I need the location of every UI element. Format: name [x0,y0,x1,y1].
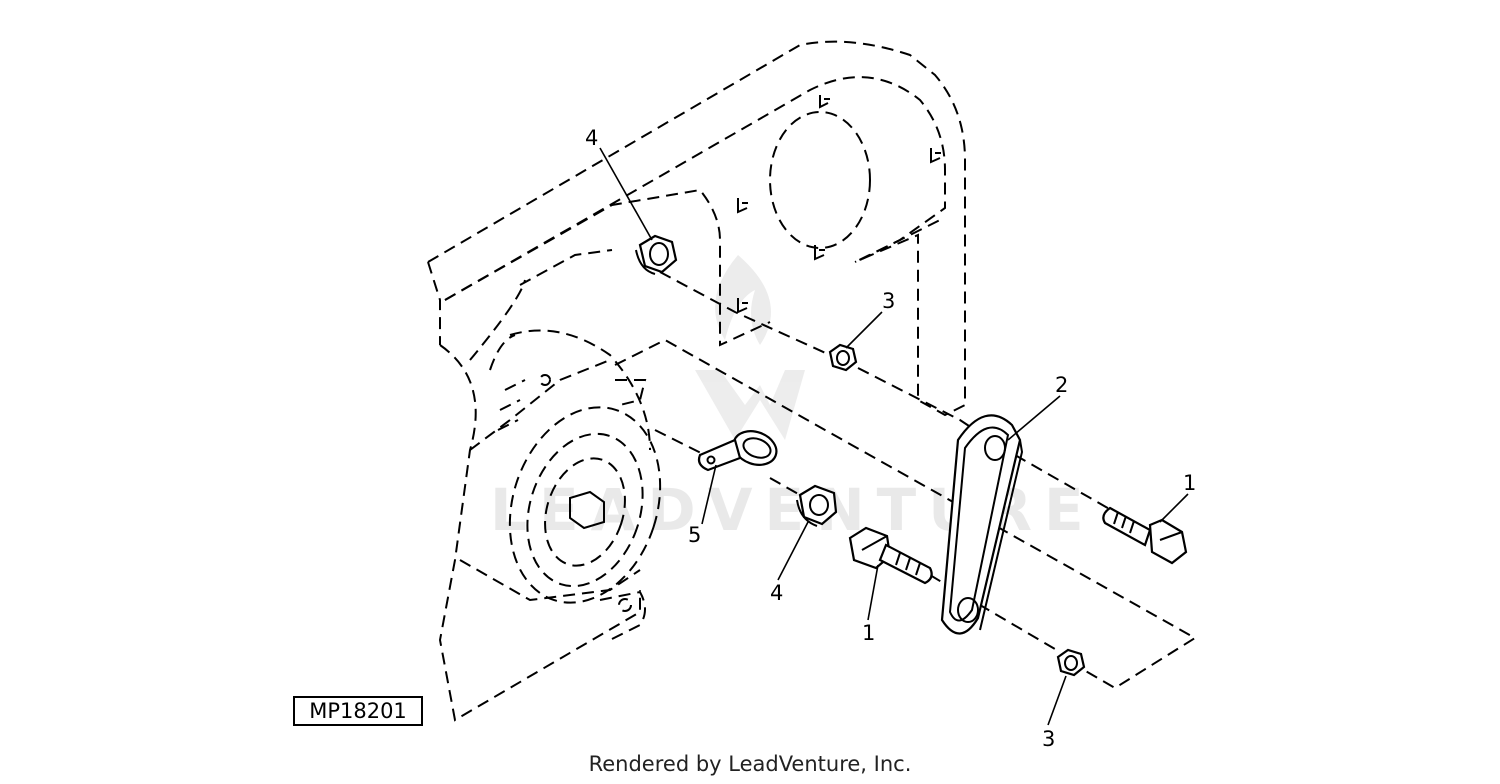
callout-1-center: 1 [862,621,875,645]
callout-3-upper: 3 [882,289,895,313]
hex-nut-lower [1056,648,1086,677]
link-bar [940,414,1024,635]
callout-4-center: 4 [770,581,783,605]
leader-lines [599,147,1189,726]
callout-3-lower: 3 [1042,727,1055,751]
callout-2: 2 [1055,373,1068,397]
callout-1-right: 1 [1183,471,1196,495]
callout-5: 5 [688,523,701,547]
machine-frame [427,40,966,722]
callout-4-upper: 4 [585,126,598,150]
flange-nut-upper [635,234,678,275]
drawing-id-label: MP18201 [293,696,423,726]
watermark-logo [695,255,805,440]
render-credit: Rendered by LeadVenture, Inc. [588,752,912,776]
alternator-assembly [459,329,662,641]
bolt-center [848,526,933,585]
hose-clamp [697,430,778,472]
hex-nut-upper [828,343,858,372]
flange-nut-center [796,484,838,527]
bolt-right [1102,506,1188,565]
